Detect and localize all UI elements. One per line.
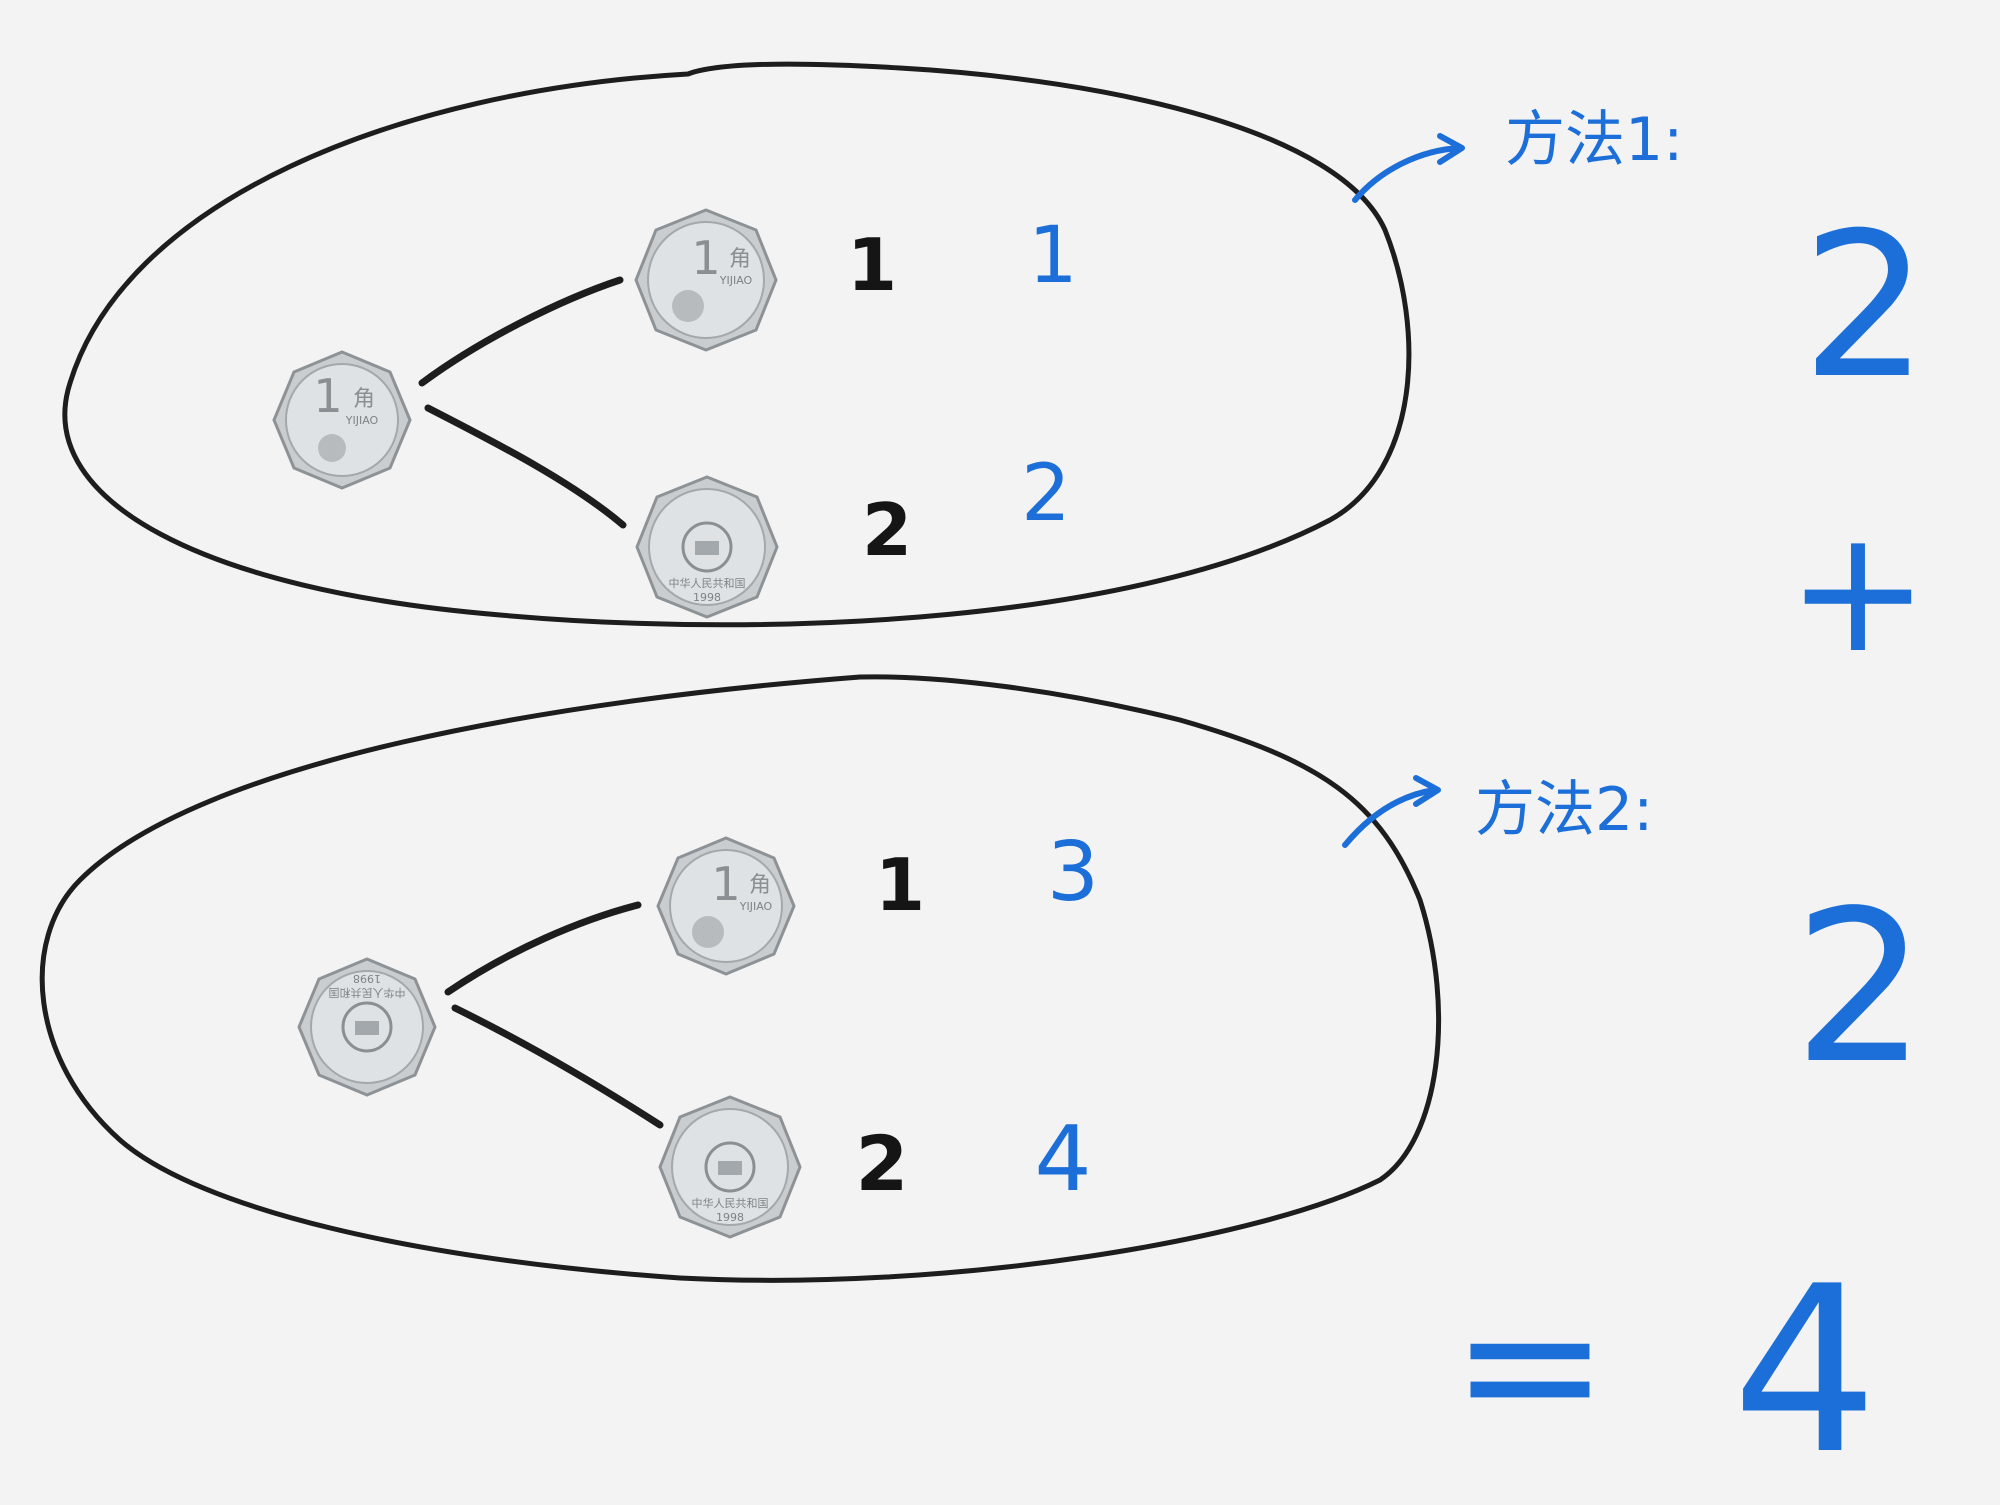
coin-value-numeral: 1 [711,857,740,911]
method2-first-pick-number: 1 [875,843,925,927]
equation-equals: = [1450,1254,1609,1475]
equation-plus: + [1787,493,1929,691]
equation-term2: 2 [1793,865,1927,1110]
method1-second-pick-count: 2 [1021,449,1071,539]
method1-first-pick-number: 1 [847,223,897,307]
method2-label: 方法2: [1475,775,1653,845]
coin-country-char: 中华人民共和国 [329,986,406,1000]
method2-first-pick-count: 3 [1047,825,1099,920]
method1-arrow-icon [1352,133,1465,203]
method1-root-coin: 1 角 YIJIAO [272,350,412,490]
method1-second-pick-number: 2 [862,488,912,572]
method1-second-coin: 中华人民共和国 1998 [635,475,779,619]
coin-country-char: 中华人民共和国 [669,576,746,590]
method1-label: 方法1: [1505,105,1683,175]
method2-root-coin: 中华人民共和国 1998 [297,957,437,1097]
method2-branch-down [451,1004,664,1129]
coin-value-pinyin: YIJIAO [739,900,773,913]
method2-second-pick-count: 4 [1034,1107,1091,1212]
method1-branch-up [418,276,624,387]
coin-value-char: 角 [729,247,751,272]
coin-year: 1998 [353,972,381,985]
method2-arrow-icon [1342,775,1441,848]
coin-value-numeral: 1 [313,369,342,423]
equation-term1: 2 [1801,190,1928,423]
method1-first-coin: 1 角 YIJIAO [634,208,778,352]
coin-country-char: 中华人民共和国 [692,1196,769,1210]
coin-value-numeral: 1 [691,231,720,285]
coin-value-char: 角 [749,873,771,898]
method2-second-coin: 中华人民共和国 1998 [658,1095,802,1239]
coin-value-char: 角 [353,387,375,412]
method1-loop [62,61,1412,628]
method1-branch-down [424,404,627,529]
method2-loop [39,674,1442,1283]
equation-result: 4 [1732,1238,1878,1505]
method2-second-pick-number: 2 [856,1119,909,1208]
coin-value-pinyin: YIJIAO [719,274,753,287]
method2-branch-up [444,901,642,996]
coin-year: 1998 [716,1211,744,1224]
method2-first-coin: 1 角 YIJIAO [656,836,796,976]
method1-first-pick-count: 1 [1028,211,1078,301]
coin-value-pinyin: YIJIAO [345,414,379,427]
coin-year: 1998 [693,591,721,604]
